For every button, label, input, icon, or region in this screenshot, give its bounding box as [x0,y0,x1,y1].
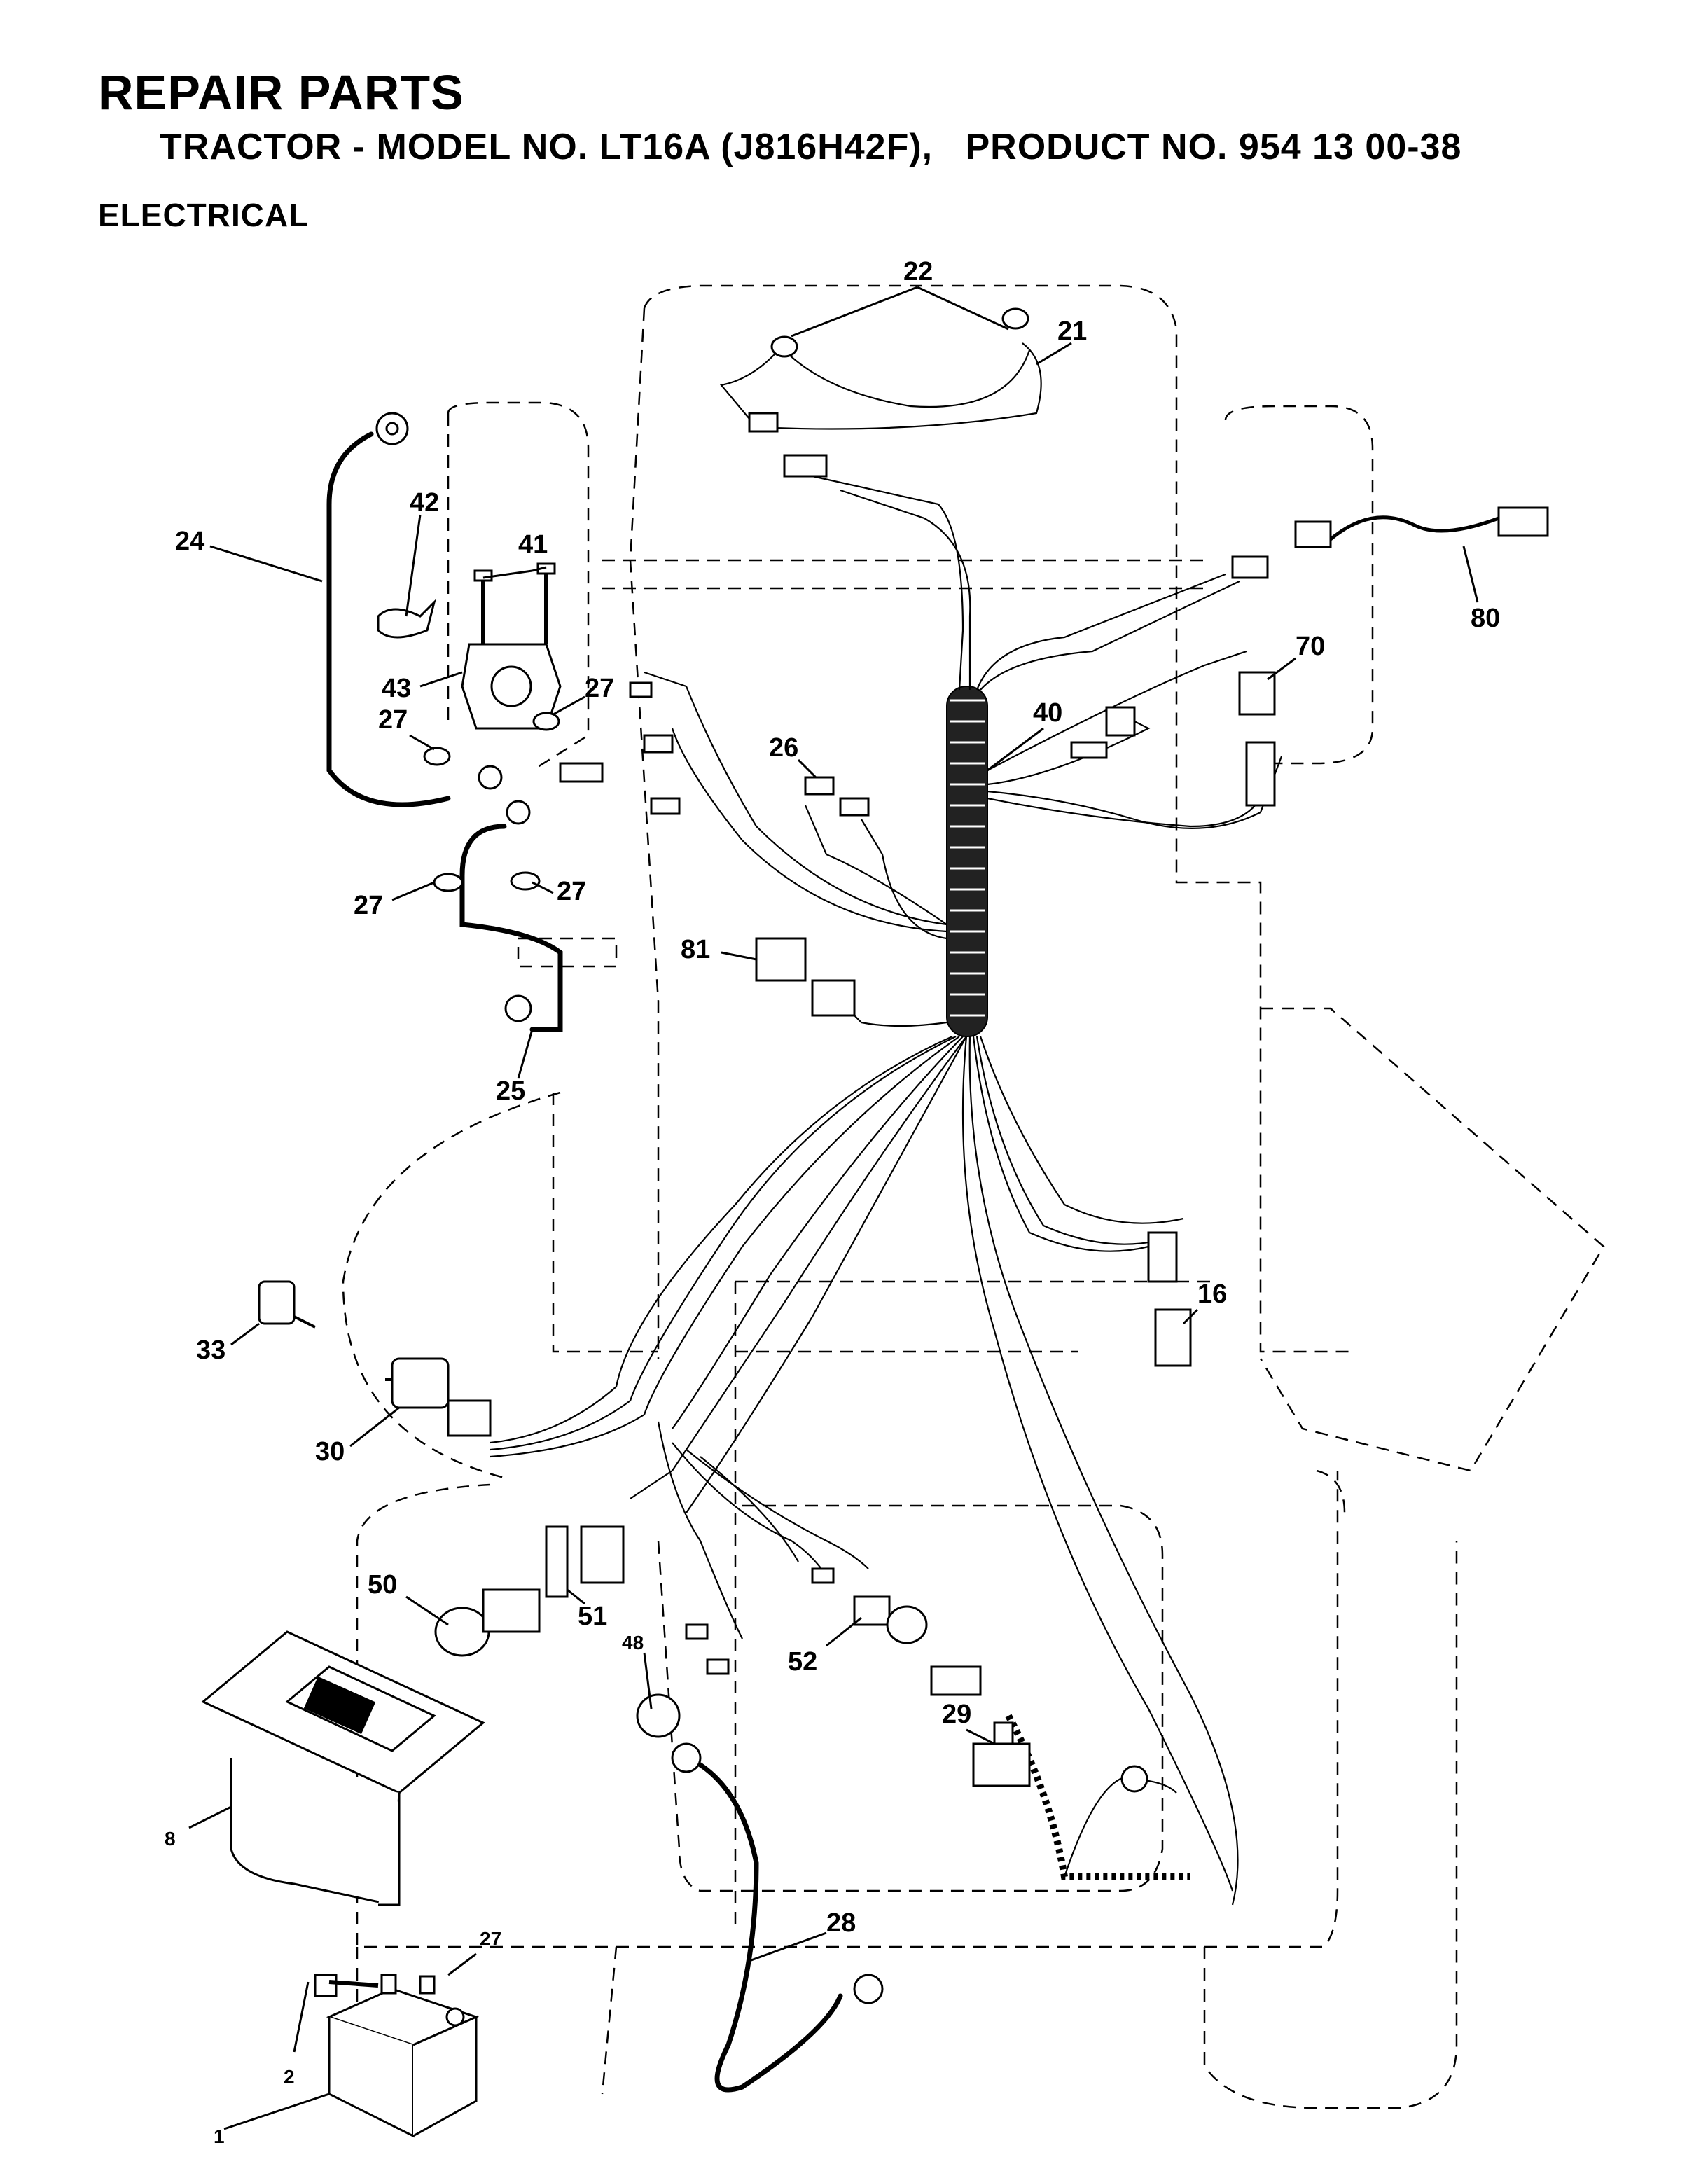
callout-29: 29 [942,1700,971,1729]
fuse-26 [559,681,870,817]
connector-52 [853,1595,928,1644]
callout-48: 48 [622,1632,644,1653]
callout-42: 42 [410,488,439,518]
callout-81: 81 [681,935,710,964]
seat-switch-coiled-wire [930,1665,1190,1880]
section-heading: ELECTRICAL [98,197,310,233]
harness-connector-80 [1231,506,1549,579]
callout-24: 24 [175,527,204,556]
callout-43: 43 [382,674,411,703]
callout-40: 40 [1033,698,1062,728]
callout-50: 50 [368,1570,397,1600]
callout-70: 70 [1296,632,1325,661]
callout-80: 80 [1471,604,1500,633]
callout-51: 51 [578,1602,607,1631]
callout-30: 30 [315,1437,345,1466]
cable-25 [459,824,563,1032]
callout-16: 16 [1197,1279,1227,1309]
callout-27-e: 27 [480,1928,501,1950]
callout-27-a: 27 [585,674,614,703]
terminals-48 [636,1567,835,1738]
solenoid-43 [461,562,562,730]
callout-41: 41 [518,530,548,560]
callout-52: 52 [788,1647,817,1677]
callout-2: 2 [284,2066,295,2088]
callout-1: 1 [214,2125,225,2147]
callout-33: 33 [196,1336,225,1365]
page-title: REPAIR PARTS [98,65,464,120]
pto-switch-50 [434,1588,541,1657]
battery-bolt-2 [328,1974,436,1995]
callout-25: 25 [496,1076,525,1106]
switch-70 [1070,671,1276,807]
nuts-27 [423,712,560,892]
callout-28: 28 [826,1908,856,1938]
model-subtitle: TRACTOR - MODEL NO. LT16A (J816H42F), PR… [160,127,1462,167]
battery-tray-8 [201,1630,485,1906]
battery-1 [314,1974,480,2138]
callout-26: 26 [769,733,798,763]
tractor-frame-outline [342,284,1605,2109]
ignition-key-33 [258,1280,316,1329]
main-wiring-harness [490,342,1283,1906]
module-16 [1147,1231,1192,1367]
seat-switch-29 [972,1721,1031,1787]
callout-27-c: 27 [354,891,383,920]
callout-27-b: 27 [378,705,408,735]
ground-cable-28 [697,1762,843,2093]
callout-numbers: 22 21 42 41 24 43 27 27 27 27 25 80 70 4… [165,257,1500,2147]
relay-81 [755,937,856,1017]
callout-22: 22 [903,257,933,286]
battery-cable-24 [326,431,451,807]
ignition-switch-30 [385,1357,492,1437]
callout-8: 8 [165,1828,176,1850]
switch-51 [545,1525,625,1598]
callout-27-d: 27 [557,877,586,906]
callout-21: 21 [1057,317,1087,346]
callout-leader-lines [188,286,1479,2130]
terminal-boot-42 [377,599,436,639]
headlight-sockets-22 [748,307,1029,478]
ring-terminals [375,412,1148,2004]
